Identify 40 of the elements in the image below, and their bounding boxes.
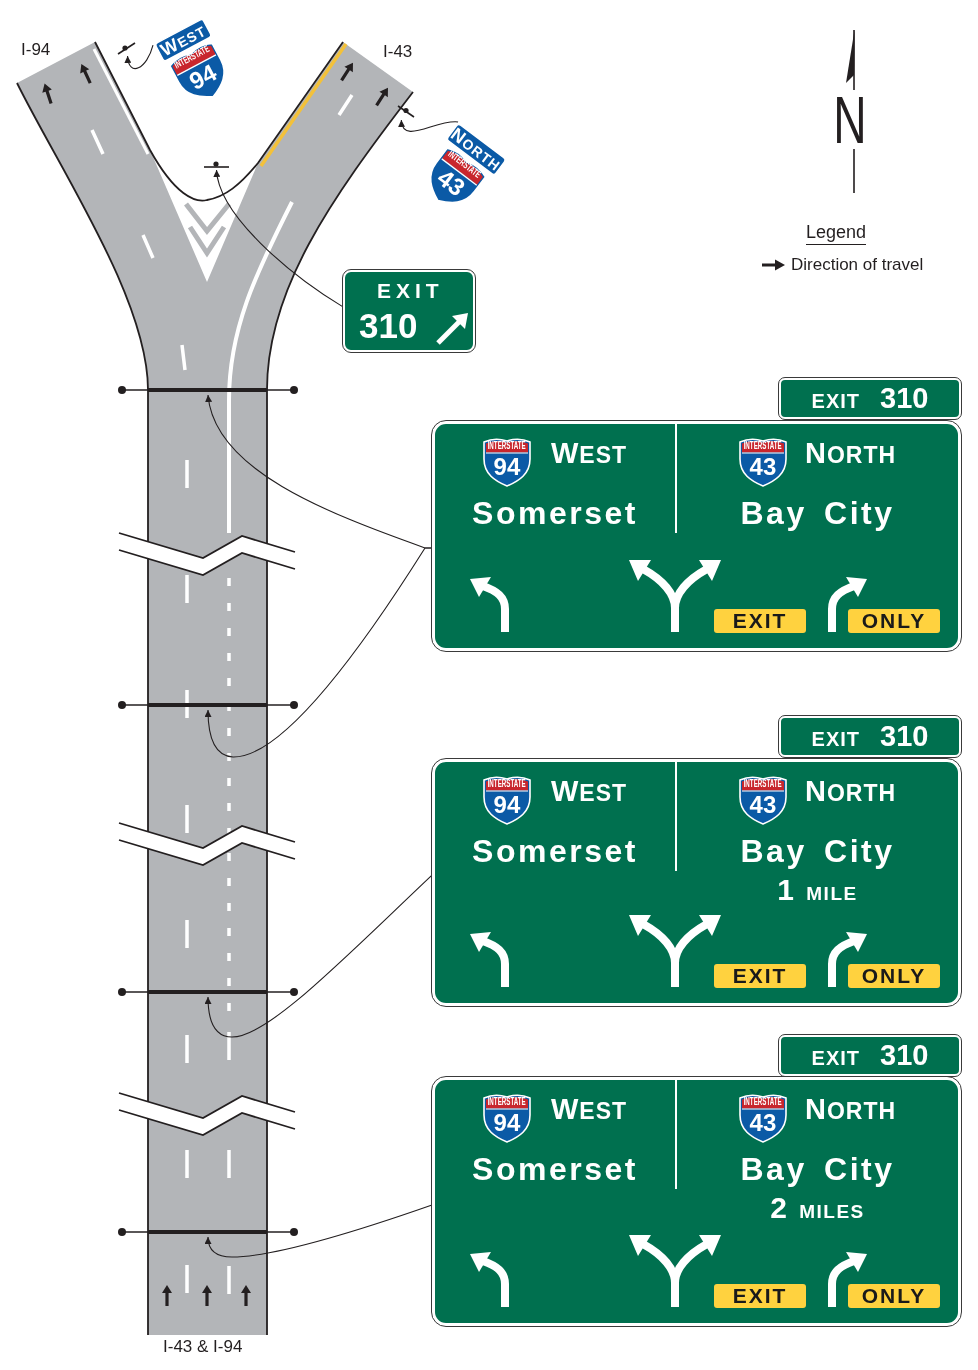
route-number: 94 — [493, 793, 521, 817]
legend-label: Direction of travel — [791, 256, 924, 273]
exit-label: EXIT — [811, 1048, 861, 1068]
exit-label: EXIT — [811, 391, 861, 411]
destination-label: Somerset — [472, 835, 638, 867]
direction-label: WEST — [550, 439, 628, 468]
exit-label: EXIT — [811, 729, 861, 749]
destination-label: Bay City — [740, 1153, 895, 1185]
route-number: 43 — [749, 793, 777, 817]
shield-banner-label: INTERSTATE — [487, 1097, 526, 1107]
road-label: I-43 — [383, 43, 413, 60]
north-label: N — [833, 87, 867, 153]
route-number: 43 — [749, 455, 777, 479]
shield-banner-label: INTERSTATE — [487, 779, 526, 789]
route-number: 94 — [493, 455, 521, 479]
road-label: I-94 — [21, 41, 51, 58]
distance-label: 1 MILE — [777, 875, 858, 905]
direction-label: NORTH — [804, 439, 897, 468]
exit-number: 310 — [880, 1041, 929, 1070]
exit-number: 310 — [880, 722, 929, 751]
exit-label: EXIT — [377, 280, 444, 301]
direction-label: NORTH — [804, 777, 897, 806]
shield-banner-label: INTERSTATE — [743, 1097, 782, 1107]
exit-number: 310 — [359, 308, 418, 343]
destination-label: Bay City — [740, 835, 895, 867]
shield-banner-label: INTERSTATE — [487, 441, 526, 451]
exit-number: 310 — [880, 384, 929, 413]
road-label: I-43 & I-94 — [163, 1338, 243, 1355]
direction-label: WEST — [550, 777, 628, 806]
direction-label: NORTH — [804, 1095, 897, 1124]
direction-label: WEST — [550, 1095, 628, 1124]
legend-title: Legend — [806, 223, 867, 245]
shield-banner-label: INTERSTATE — [743, 441, 782, 451]
route-number: 94 — [493, 1111, 521, 1135]
destination-label: Somerset — [472, 497, 638, 529]
distance-label: 2 MILES — [770, 1193, 865, 1223]
destination-label: Somerset — [472, 1153, 638, 1185]
shield-banner-label: INTERSTATE — [743, 779, 782, 789]
route-number: 43 — [749, 1111, 777, 1135]
destination-label: Bay City — [740, 497, 895, 529]
